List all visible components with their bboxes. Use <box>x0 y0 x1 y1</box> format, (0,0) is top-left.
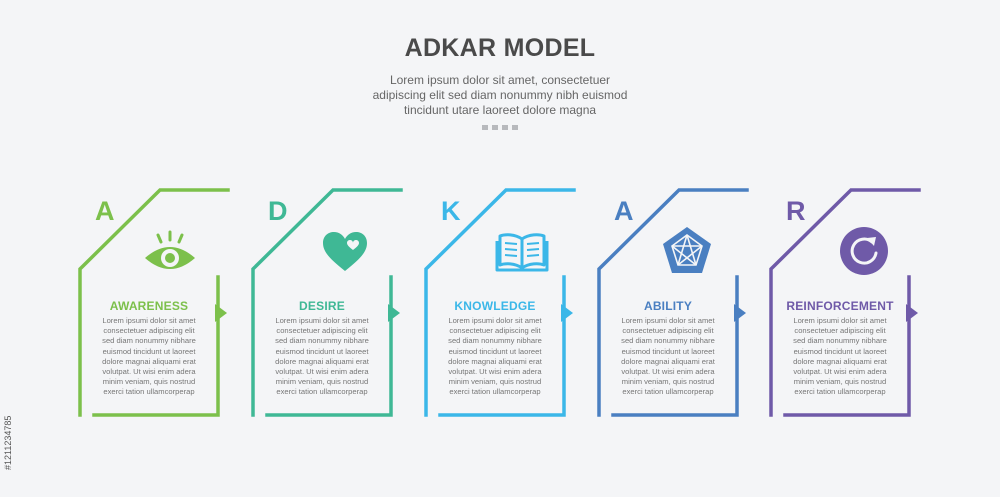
subtitle: Lorem ipsum dolor sit amet, consectetuer… <box>300 73 700 118</box>
step-description: Lorem ipsumi dolor sit amet consectetuer… <box>275 316 369 397</box>
step-heading: KNOWLEDGE <box>454 299 536 313</box>
subtitle-line: adipiscing elit sed diam nonummy nibh eu… <box>372 88 628 102</box>
arrow-right-icon <box>734 304 746 322</box>
step-description: Lorem ipsumi dolor sit amet consectetuer… <box>621 316 715 397</box>
eye-icon <box>145 230 195 269</box>
card-frame <box>597 188 749 417</box>
page-title: ADKAR MODEL <box>404 34 596 62</box>
step-card-awareness: A AWARENESS Lorem ipsumi dolor sit amet … <box>78 185 233 420</box>
arrow-right-icon <box>388 304 400 322</box>
step-letter: D <box>268 196 288 226</box>
step-letter: A <box>95 196 115 226</box>
step-card-knowledge: K KNOWLEDGE Lorem ipsumi dolor sit amet … <box>424 185 579 420</box>
card-frame <box>769 188 921 417</box>
step-letter: K <box>441 196 461 226</box>
step-letter: R <box>786 196 806 226</box>
step-card-ability: A ABILITY Lorem ipsumi dolor sit amet co… <box>597 185 752 420</box>
arrow-right-icon <box>561 304 573 322</box>
subtitle-line: Lorem ipsum dolor sit amet, consectetuer <box>389 73 611 87</box>
refresh-circle-icon <box>840 227 888 275</box>
step-heading: ABILITY <box>643 299 693 313</box>
arrow-right-icon <box>215 304 227 322</box>
step-card-desire: D DESIRE Lorem ipsumi dolor sit amet con… <box>251 185 406 420</box>
heart-icon <box>323 232 367 271</box>
card-frame <box>78 188 230 417</box>
step-description: Lorem ipsumi dolor sit amet consectetuer… <box>448 316 542 397</box>
stock-id: #1211234785 <box>3 415 13 470</box>
step-description: Lorem ipsumi dolor sit amet consectetuer… <box>102 316 196 397</box>
step-heading: REINFORCEMENT <box>786 299 894 313</box>
step-card-reinforcement: R REINFORCEMENT Lorem ipsumi dolor sit a… <box>769 185 924 420</box>
arrow-right-icon <box>906 304 918 322</box>
divider-dots <box>482 125 522 131</box>
step-letter: A <box>614 196 634 226</box>
pentagon-network-icon <box>663 227 711 273</box>
step-description: Lorem ipsumi dolor sit amet consectetuer… <box>793 316 887 397</box>
card-frame <box>424 188 576 417</box>
subtitle-line: tincidunt utare laoreet dolore magna <box>403 103 597 117</box>
card-frame <box>251 188 403 417</box>
step-heading: DESIRE <box>299 299 345 313</box>
open-book-icon <box>495 233 549 272</box>
step-heading: AWARENESS <box>109 299 189 313</box>
